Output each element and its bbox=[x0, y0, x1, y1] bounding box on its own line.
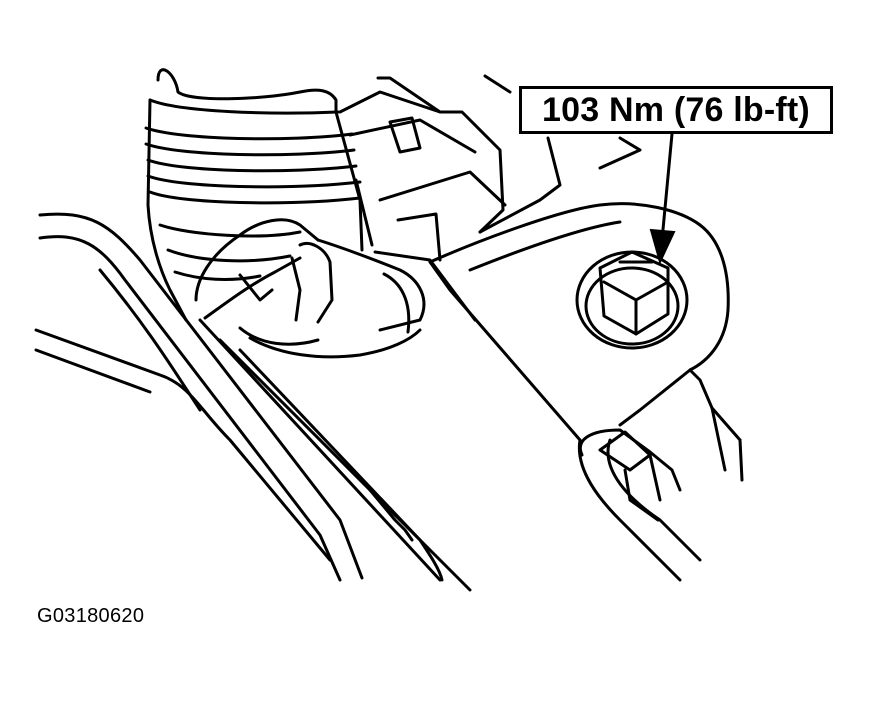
figure-id-label: G03180620 bbox=[37, 605, 145, 627]
lower-tab bbox=[578, 428, 682, 522]
diagonal-tubes bbox=[34, 212, 472, 592]
mounting-plate bbox=[428, 223, 744, 582]
arrowhead-icon bbox=[649, 228, 676, 265]
canister-component bbox=[144, 68, 364, 322]
bolt-icon bbox=[575, 250, 689, 350]
upper-housing-lines bbox=[428, 202, 702, 272]
tube-clamp bbox=[194, 218, 477, 359]
callout-leader-arrow bbox=[660, 132, 674, 242]
rear-bracket bbox=[338, 74, 642, 262]
torque-spec-label: 103 Nm (76 lb-ft) bbox=[519, 86, 833, 134]
